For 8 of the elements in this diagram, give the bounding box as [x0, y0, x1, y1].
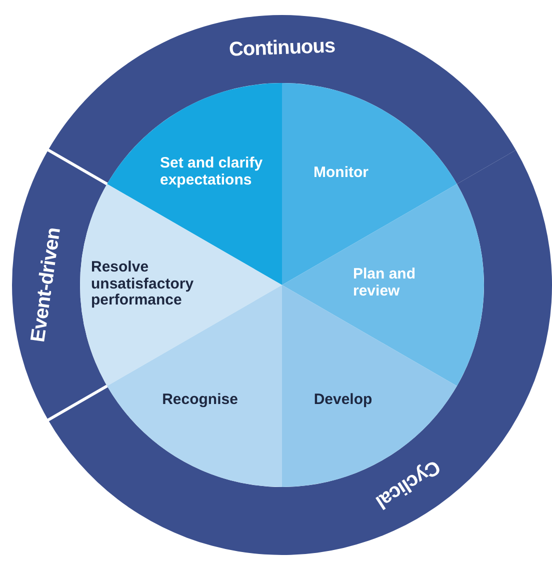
slice-label: Develop: [314, 392, 372, 408]
slice-label: Plan and review: [353, 266, 417, 300]
slice-label: Set and clarify expectations: [160, 156, 264, 188]
slice-label: Monitor: [314, 164, 368, 182]
slice-label: Recognise: [162, 392, 238, 408]
ring-label: Continuous: [228, 35, 336, 61]
ring-label: Event-driven: [27, 226, 65, 344]
slice-label: Resolve unsatisfactory performance: [91, 259, 195, 309]
